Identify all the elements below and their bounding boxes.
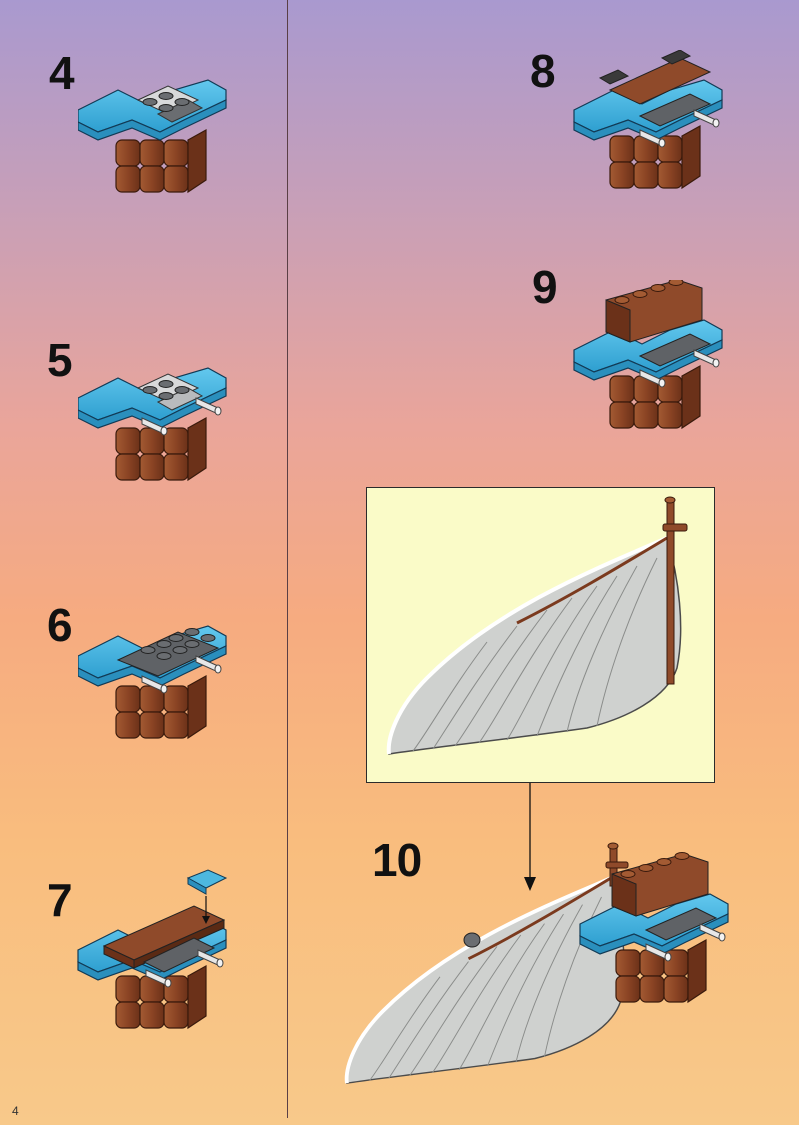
lego-model-step-5: [78, 362, 228, 492]
lego-model-step-10: [326, 838, 736, 1106]
lego-model-step-8: [570, 50, 730, 200]
step-number-4: 4: [49, 46, 74, 100]
lego-model-step-4: [78, 74, 228, 204]
sail-illustration: [367, 488, 716, 784]
step-number-6: 6: [47, 598, 72, 652]
step-number-7: 7: [47, 873, 72, 927]
step-number-8: 8: [530, 44, 555, 98]
step-number-5: 5: [47, 333, 72, 387]
lego-model-step-9: [570, 280, 730, 435]
lego-model-step-6: [78, 620, 228, 750]
column-divider: [287, 0, 288, 1118]
sail-callout: [366, 487, 715, 783]
page-number: 4: [12, 1104, 19, 1118]
step-number-9: 9: [532, 260, 557, 314]
lego-model-step-7: [74, 866, 234, 1046]
